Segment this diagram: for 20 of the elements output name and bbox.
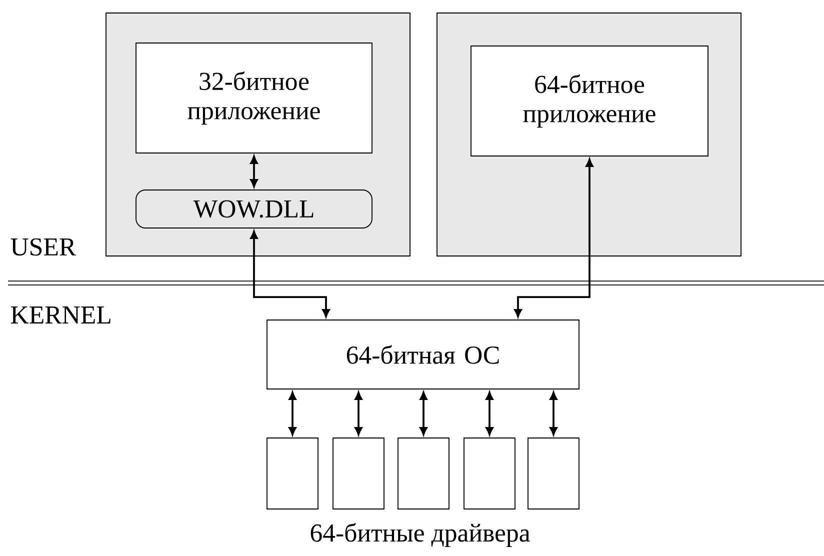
application-box: 32-битное приложение (136, 42, 372, 154)
os-box: 64-битная ОС (266, 320, 580, 390)
library-box: WOW.DLL (136, 190, 372, 228)
arrow (514, 158, 594, 318)
driver-box (528, 438, 580, 510)
driver-box (398, 438, 450, 510)
arrow (486, 392, 494, 436)
layer-label: USER (10, 238, 76, 256)
driver-box (266, 438, 318, 510)
layer-label: KERNEL (10, 306, 110, 324)
arrow (250, 156, 258, 188)
application-box: 64-битное приложение (470, 46, 708, 156)
arrow (420, 392, 428, 436)
arrow (250, 230, 330, 318)
driver-box (464, 438, 516, 510)
driver-box (332, 438, 384, 510)
caption: 64-битные драйвера (310, 523, 530, 547)
arrow (550, 392, 558, 436)
arrow (288, 392, 296, 436)
arrow (354, 392, 362, 436)
